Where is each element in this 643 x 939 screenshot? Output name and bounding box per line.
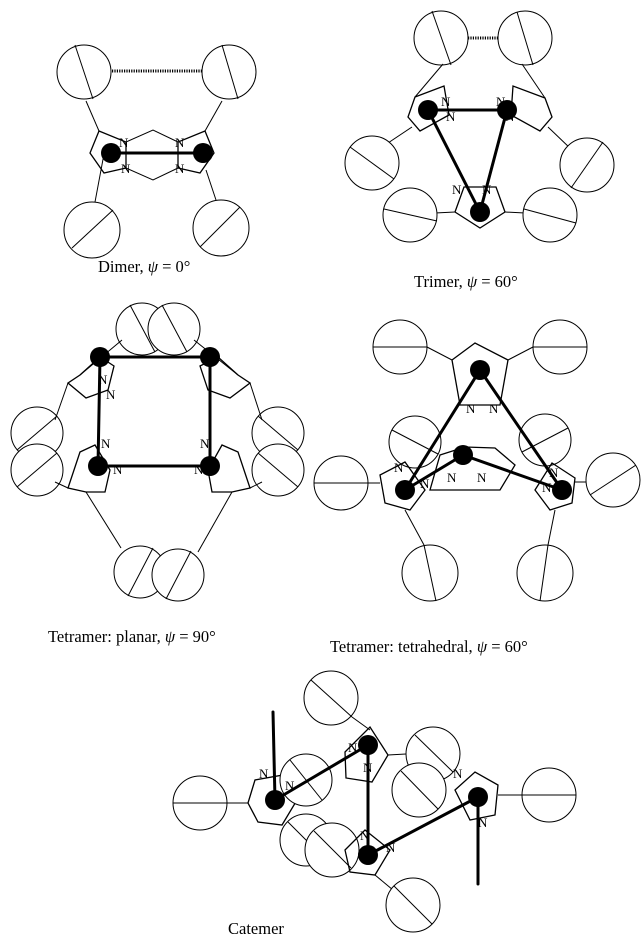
pyrazolate-ring [344,829,391,876]
metal-metal-bond [403,368,482,492]
metal-atom [470,360,490,380]
metal-atom [90,347,110,367]
n-atom-label: N [453,766,463,781]
metal-atom [418,100,438,120]
substituent-circle [201,44,257,100]
n-atom-label: N [420,476,430,491]
n-atom-label: N [489,401,499,416]
n-atom-label: N [175,161,185,176]
dimer-caption: Dimer, ψ = 0° [98,257,190,276]
n-atom-label: N [446,109,456,124]
pyrazolate-ring [454,771,499,821]
substituent-circle [522,187,578,243]
pyrazolate-ring [451,342,509,406]
metal-atom [497,100,517,120]
n-atom-label: N [101,436,111,451]
metal-atom [200,456,220,476]
substituent-circle [147,302,201,356]
n-atom-label: N [98,372,108,387]
n-atom-label: N [106,387,116,402]
n-atom-label: N [200,436,210,451]
n-atom-label: N [477,470,487,485]
n-atom-label: N [478,815,488,830]
metal-metal-bond [478,368,564,492]
chain-terminus-bond [271,710,277,802]
pyrazolate-ring [454,186,506,229]
n-atom-label: N [285,778,295,793]
tetramer-tetrahedral-structure: N N N N N N N N [313,319,641,602]
tetramer-planar-structure: N N N N N N [10,302,305,602]
n-atom-label: N [542,480,552,495]
metal-atom [88,456,108,476]
metal-atom [453,445,473,465]
metal-atom [101,143,121,163]
pyrazolate-ring [534,462,576,511]
tetramer-planar-caption: Tetramer: planar, ψ = 90° [48,627,216,646]
n-atom-label: N [386,840,396,855]
metal-atom [470,202,490,222]
metal-atom [552,480,572,500]
pyrazolate-ring [344,725,389,783]
metal-atom [358,735,378,755]
n-atom-label: N [360,828,370,843]
metal-atom [193,143,213,163]
n-atom-label: N [441,94,451,109]
n-atom-label: N [113,462,123,477]
metal-atom [200,347,220,367]
pyrazolate-ring [177,130,215,174]
pyrazolate-ring [510,85,553,132]
pyrazolate-ring [89,130,127,174]
metal-square [96,355,212,468]
n-atom-label: N [394,460,404,475]
catemer-structure: N N N N N N N N [172,670,577,933]
n-atom-label: N [175,135,185,150]
metal-chain [273,742,480,858]
metal-atom [468,787,488,807]
trimer-structure: N N N N N N [344,10,615,243]
substituent-circle [304,822,360,878]
n-atom-label: N [482,182,492,197]
catemer-caption: Catemer [228,919,284,938]
n-atom-label: N [466,401,476,416]
n-atom-label: N [119,135,129,150]
metal-atom [358,845,378,865]
n-atom-label: N [259,766,269,781]
n-atom-label: N [496,94,506,109]
metal-triangle [425,108,509,217]
dimer-structure: N N N N [56,44,257,259]
n-atom-label: N [447,470,457,485]
n-atom-label: N [452,182,462,197]
n-atom-label: N [505,109,515,124]
pyrazolate-ring [207,444,251,493]
metal-atom [395,480,415,500]
n-atom-label: N [549,465,559,480]
substituent-circle [516,544,574,602]
n-atom-label: N [121,161,131,176]
trimer-caption: Trimer, ψ = 60° [414,272,518,291]
metal-atom [265,790,285,810]
pyrazolate-ring [379,461,426,511]
tetramer-tetrahedral-caption: Tetramer: tetrahedral, ψ = 60° [330,637,528,656]
n-atom-label: N [194,462,204,477]
n-atom-label: N [363,760,373,775]
n-atom-label: N [348,740,358,755]
pyrazolate-ring [67,444,111,493]
substituent-circle [192,199,250,257]
